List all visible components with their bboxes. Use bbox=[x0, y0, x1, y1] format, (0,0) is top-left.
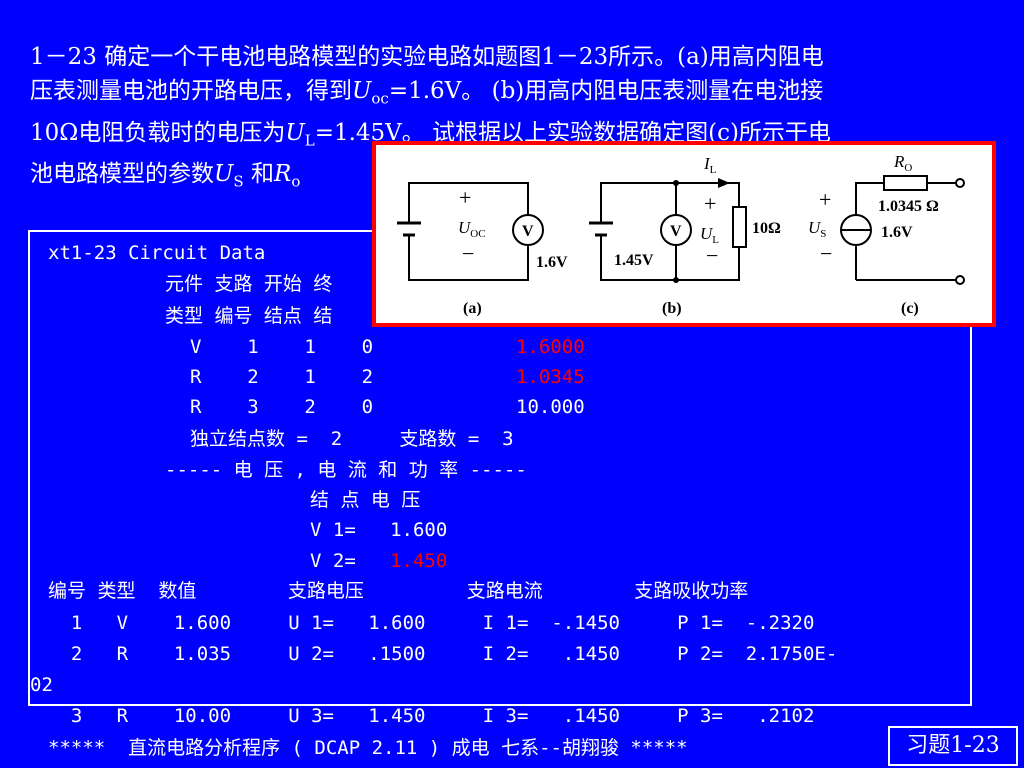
problem-line-1: 1－23 确定一个干电池电路模型的实验电路如题图1－23所示。(a)用高内阻电 bbox=[30, 40, 990, 74]
circuit-diagram: + UOC − V 1.6V (a) IL + UL − V 1.45V 10Ω… bbox=[397, 152, 965, 317]
text: 和 bbox=[243, 161, 274, 188]
a-caption: (a) bbox=[463, 300, 482, 317]
node-voltage-2: V 2= 1.450 bbox=[310, 550, 447, 572]
problem-statement: 1－23 确定一个干电池电路模型的实验电路如题图1－23所示。(a)用高内阻电 … bbox=[30, 40, 990, 199]
node-count-line: 独立结点数 = 2 支路数 = 3 bbox=[190, 428, 514, 450]
problem-line-2: 压表测量电池的开路电压，得到Uoc=1.6V。 (b)用高内阻电压表测量在电池接 bbox=[30, 74, 990, 116]
element-row-2: R 2 1 2 bbox=[190, 366, 374, 388]
label: I bbox=[703, 154, 711, 173]
b-resistor-value: 10Ω bbox=[752, 220, 781, 237]
sub: S bbox=[820, 228, 826, 240]
value: 1.450 bbox=[390, 550, 448, 572]
var-u: U bbox=[214, 161, 234, 188]
b-current-label: IL bbox=[703, 154, 717, 176]
text: 1－23 确定一个干电池电路模型的实验电路如题图1－23所示。(a)用高内阻电 bbox=[30, 44, 824, 70]
b-reading: 1.45V bbox=[614, 252, 654, 269]
sub: OC bbox=[470, 228, 485, 240]
section-divider: ----- 电 压 , 电 流 和 功 率 ----- bbox=[165, 459, 527, 481]
text: 压表测量电池的开路电压，得到 bbox=[30, 78, 352, 104]
sub-o: o bbox=[291, 172, 301, 191]
sub: L bbox=[712, 234, 719, 246]
sub-s: S bbox=[233, 172, 244, 191]
a-reading: 1.6V bbox=[536, 254, 568, 271]
text: 池电路模型的参数 bbox=[30, 161, 214, 188]
problem-line-4: 池电路模型的参数US 和Ro bbox=[30, 157, 990, 199]
var-u: U bbox=[285, 119, 305, 146]
sub-oc: oc bbox=[371, 89, 389, 108]
label: V 2= bbox=[310, 550, 391, 572]
text: =1.6V。 (b)用高内阻电压表测量在电池接 bbox=[388, 78, 824, 104]
a-plus-sign: + bbox=[459, 185, 471, 210]
result-row-2: 2 R 1.035 U 2= .1500 I 2= .1450 P 2= 2.1… bbox=[48, 643, 838, 665]
element-row-3: R 3 2 0 bbox=[190, 396, 374, 418]
c-resistor-label: RO bbox=[893, 152, 912, 174]
b-voltage-label: UL bbox=[700, 224, 719, 246]
element-value-3: 10.000 bbox=[516, 396, 585, 418]
element-row-1: V 1 1 0 bbox=[190, 336, 374, 358]
b-voltmeter-label: V bbox=[670, 223, 682, 240]
program-footer: ***** 直流电路分析程序 ( DCAP 2.11 ) 成电 七系--胡翔骏 … bbox=[48, 737, 688, 759]
circuit-figure: + UOC − V 1.6V (a) IL + UL − V 1.45V 10Ω… bbox=[372, 141, 996, 327]
column-header-2: 类型 编号 结点 结 bbox=[165, 305, 333, 327]
element-value-2: 1.0345 bbox=[516, 366, 585, 388]
c-minus-sign: − bbox=[820, 241, 832, 266]
c-source-label: US bbox=[808, 218, 826, 240]
result-row-2-wrap: 02 bbox=[30, 674, 53, 696]
exercise-badge: 习题1-23 bbox=[888, 726, 1018, 766]
c-resistor-value: 1.0345 Ω bbox=[878, 198, 939, 215]
var-r: R bbox=[273, 161, 292, 188]
sub: L bbox=[710, 164, 717, 176]
b-plus-sign: + bbox=[704, 191, 716, 216]
node-voltage-title: 结 点 电 压 bbox=[310, 489, 421, 511]
label: U bbox=[458, 218, 472, 237]
sub: O bbox=[904, 162, 912, 174]
var-u: U bbox=[352, 78, 372, 104]
a-minus-sign: − bbox=[462, 241, 474, 266]
column-header-1: 元件 支路 开始 终 bbox=[165, 273, 333, 295]
label: R bbox=[893, 152, 905, 171]
result-row-1: 1 V 1.600 U 1= 1.600 I 1= -.1450 P 1= -.… bbox=[48, 612, 815, 634]
element-value-1: 1.6000 bbox=[516, 336, 585, 358]
c-caption: (c) bbox=[901, 300, 919, 317]
c-source-value: 1.6V bbox=[881, 224, 913, 241]
c-plus-sign: + bbox=[819, 187, 831, 212]
b-minus-sign: − bbox=[706, 243, 718, 268]
text: 10Ω电阻负载时的电压为 bbox=[30, 119, 286, 146]
label: U bbox=[808, 218, 822, 237]
result-row-3: 3 R 10.00 U 3= 1.450 I 3= .1450 P 3= .21… bbox=[48, 705, 815, 727]
node-voltage-1: V 1= 1.600 bbox=[310, 519, 448, 541]
result-table-header: 编号 类型 数值 支路电压 支路电流 支路吸收功率 bbox=[48, 580, 749, 602]
label: U bbox=[700, 224, 714, 243]
a-voltmeter-label: V bbox=[522, 223, 534, 240]
a-voltage-label: UOC bbox=[458, 218, 486, 240]
output-header: xt1-23 Circuit Data bbox=[48, 242, 266, 264]
b-caption: (b) bbox=[662, 300, 682, 317]
sub-l: L bbox=[304, 131, 315, 150]
